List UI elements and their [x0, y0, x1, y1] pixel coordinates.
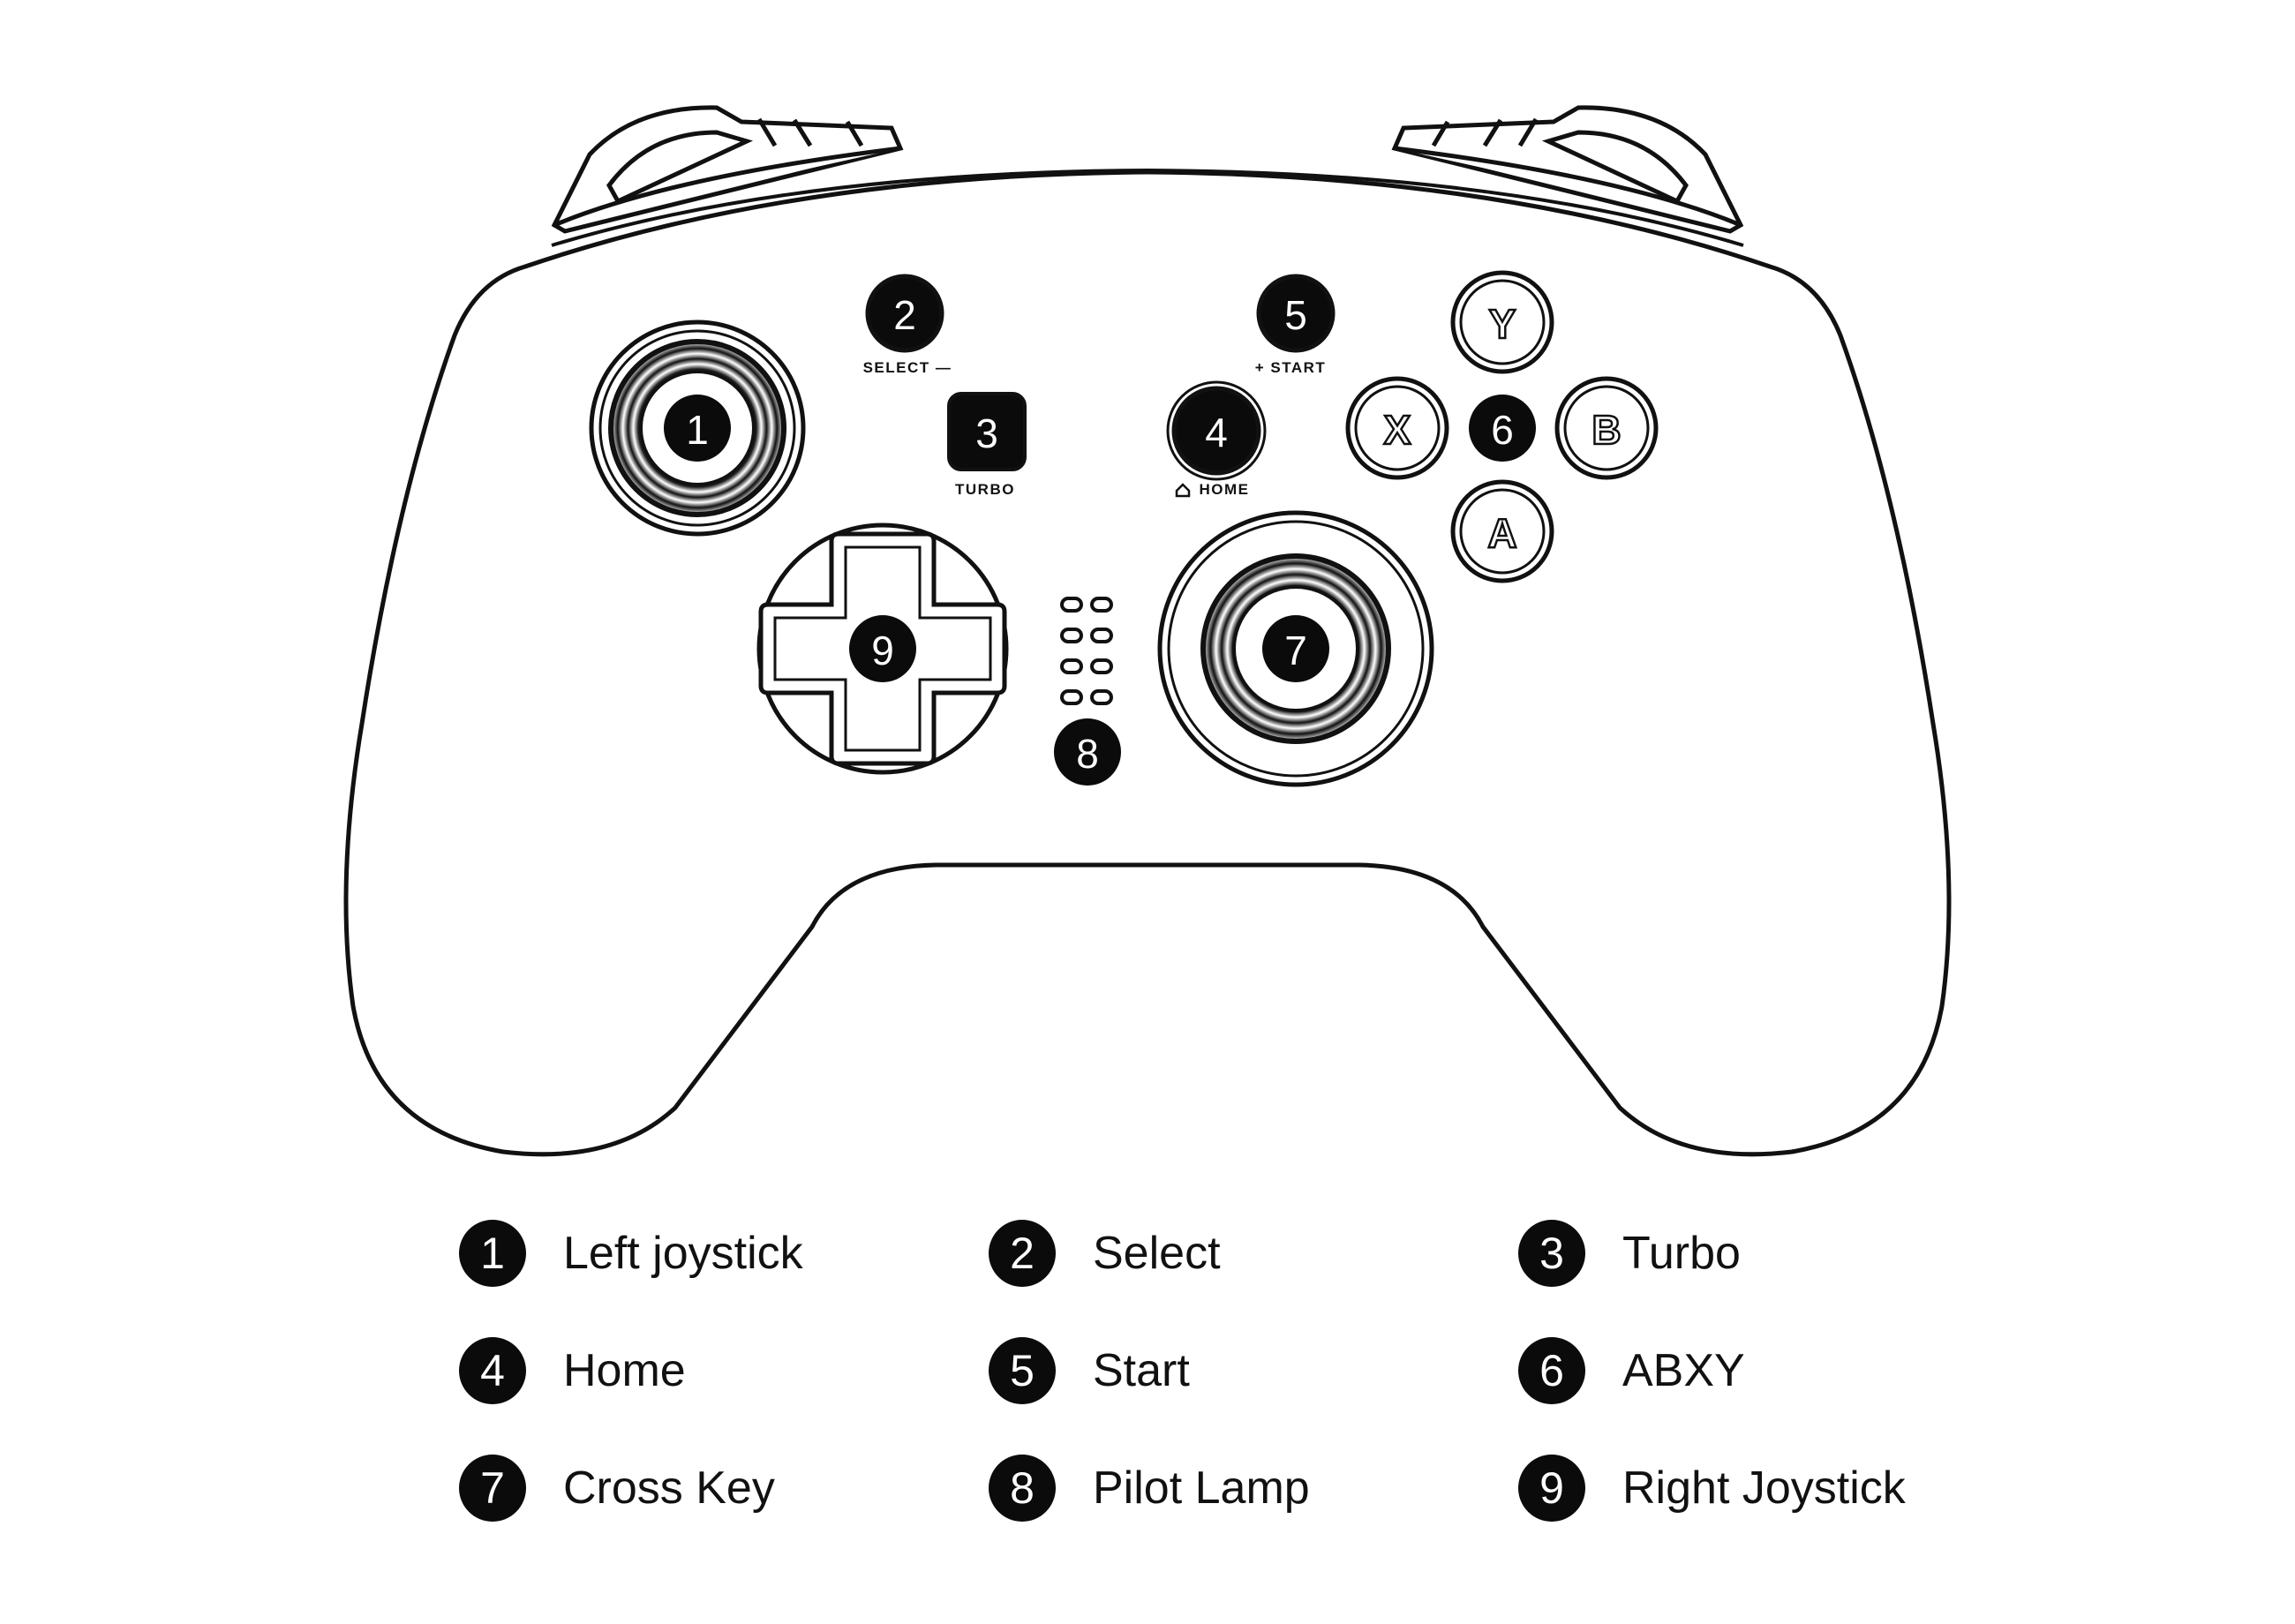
- legend-label: Home: [563, 1345, 686, 1396]
- callout-9: 9: [849, 615, 916, 682]
- svg-text:6: 6: [1491, 407, 1514, 453]
- legend-number-badge: 5: [989, 1337, 1056, 1404]
- y-button[interactable]: Y: [1450, 270, 1554, 374]
- legend-number-badge: 9: [1518, 1455, 1585, 1522]
- legend-item-select: 2 Select: [989, 1218, 1518, 1289]
- turbo-label: TURBO: [955, 481, 1015, 498]
- svg-text:2: 2: [893, 292, 916, 338]
- pilot-lamps: [1060, 597, 1113, 705]
- home-button[interactable]: [1166, 380, 1267, 481]
- start-button[interactable]: [1256, 274, 1336, 353]
- legend-number-badge: 4: [459, 1337, 526, 1404]
- select-button[interactable]: [865, 274, 944, 353]
- legend-item-abxy: 6 ABXY: [1518, 1335, 2048, 1406]
- b-button-label: B: [1591, 407, 1621, 453]
- a-button-label: A: [1487, 510, 1516, 556]
- legend-number-badge: 1: [459, 1220, 526, 1287]
- legend-label: Start: [1093, 1345, 1190, 1396]
- x-button-label: X: [1384, 407, 1411, 453]
- callout-5: 5: [1284, 292, 1307, 338]
- legend-number-badge: 6: [1518, 1337, 1585, 1404]
- select-label: SELECT —: [863, 359, 952, 376]
- legend-label: Left joystick: [563, 1228, 803, 1279]
- svg-text:4: 4: [1205, 410, 1228, 455]
- a-button[interactable]: A: [1450, 479, 1554, 583]
- legend-number-badge: 7: [459, 1455, 526, 1522]
- legend: 1 Left joystick 2 Select 3 Turbo 4 Home …: [459, 1218, 2048, 1553]
- x-button[interactable]: X: [1345, 376, 1449, 480]
- legend-label: Cross Key: [563, 1462, 775, 1514]
- svg-text:3: 3: [975, 410, 998, 456]
- callout-8: 8: [1054, 718, 1121, 786]
- svg-text:5: 5: [1284, 292, 1307, 338]
- svg-text:1: 1: [686, 407, 709, 453]
- legend-item-home: 4 Home: [459, 1335, 989, 1406]
- callout-7: 7: [1262, 615, 1329, 682]
- start-label: + START: [1255, 359, 1327, 376]
- body-top-rim: [551, 168, 1744, 247]
- controller-body: [343, 169, 1952, 1157]
- legend-number-badge: 8: [989, 1455, 1056, 1522]
- svg-text:9: 9: [871, 628, 894, 673]
- callout-4: 4: [1205, 410, 1228, 455]
- legend-item-start: 5 Start: [989, 1335, 1518, 1406]
- callout-6: 6: [1469, 395, 1536, 462]
- legend-label: Turbo: [1622, 1228, 1741, 1279]
- legend-item-cross-key: 7 Cross Key: [459, 1453, 989, 1523]
- turbo-button[interactable]: [947, 392, 1027, 471]
- legend-item-turbo: 3 Turbo: [1518, 1218, 2048, 1289]
- b-button[interactable]: B: [1554, 376, 1659, 480]
- home-icon: [1175, 483, 1191, 498]
- home-label: HOME: [1200, 481, 1250, 498]
- callout-2: 2: [893, 292, 916, 338]
- legend-item-pilot-lamp: 8 Pilot Lamp: [989, 1453, 1518, 1523]
- left-shoulder-buttons[interactable]: [551, 105, 904, 234]
- callout-3: 3: [975, 410, 998, 456]
- y-button-label: Y: [1489, 301, 1516, 347]
- left-joystick[interactable]: [589, 320, 806, 537]
- legend-number-badge: 2: [989, 1220, 1056, 1287]
- legend-item-left-joystick: 1 Left joystick: [459, 1218, 989, 1289]
- svg-text:8: 8: [1076, 731, 1099, 777]
- right-shoulder-buttons[interactable]: [1391, 105, 1744, 234]
- legend-label: Select: [1093, 1228, 1221, 1279]
- callout-1: 1: [664, 395, 731, 462]
- legend-item-right-joystick: 9 Right Joystick: [1518, 1453, 2048, 1523]
- svg-text:7: 7: [1284, 628, 1307, 673]
- legend-label: ABXY: [1622, 1345, 1745, 1396]
- legend-label: Right Joystick: [1622, 1462, 1906, 1514]
- legend-label: Pilot Lamp: [1093, 1462, 1310, 1514]
- legend-number-badge: 3: [1518, 1220, 1585, 1287]
